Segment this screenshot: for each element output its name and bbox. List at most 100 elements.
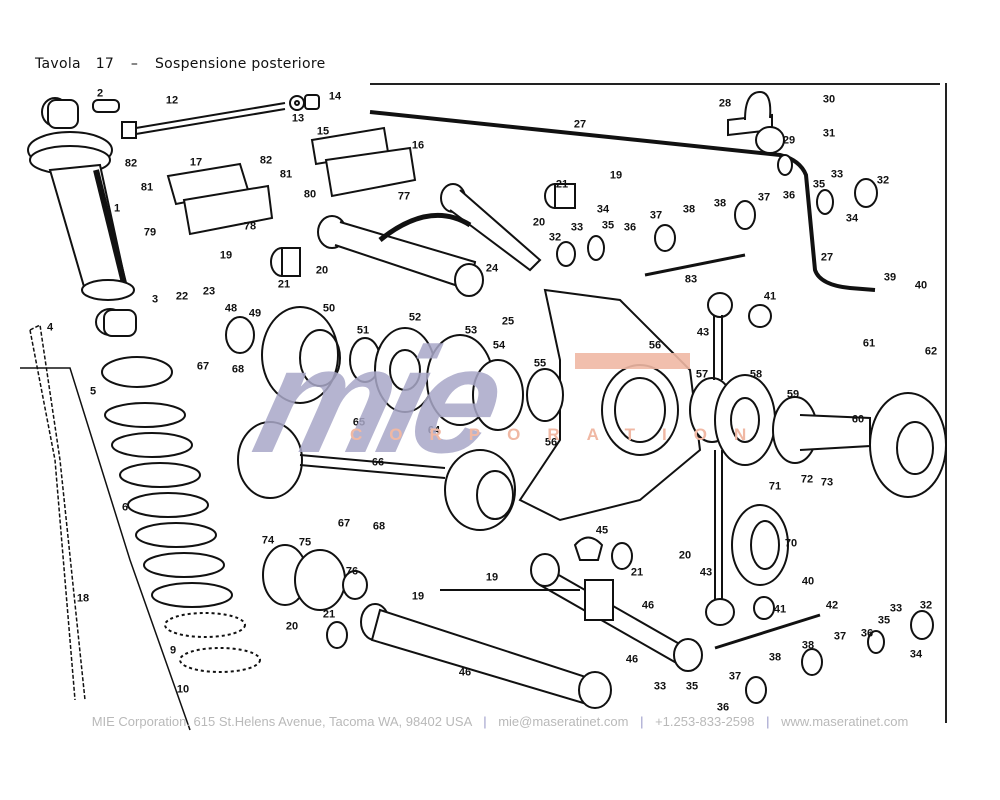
part-number-label: 35	[877, 614, 891, 627]
part-number-label: 3	[151, 293, 159, 306]
part-number-label: 38	[682, 203, 696, 216]
part-number-label: 46	[641, 599, 655, 612]
part-number-label: 61	[862, 337, 876, 350]
part-number-label: 56	[648, 339, 662, 352]
part-number-label: 19	[609, 169, 623, 182]
footer-address: MIE Corporation. 615 St.Helens Avenue, T…	[91, 714, 472, 729]
part-number-label: 57	[695, 368, 709, 381]
part-number-label: 35	[685, 680, 699, 693]
part-number-label: 70	[784, 537, 798, 550]
strap	[29, 323, 86, 701]
part-number-label: 81	[140, 181, 154, 194]
part-number-label: 54	[492, 339, 506, 352]
part-number-label: 79	[143, 226, 157, 239]
part-number-label: 2	[96, 87, 104, 100]
part-number-label: 64	[427, 424, 441, 437]
mount-blocks	[166, 126, 417, 236]
part-number-label: 17	[189, 156, 203, 169]
part-number-label: 28	[718, 97, 732, 110]
part-number-label: 21	[322, 608, 336, 621]
shock-absorber	[27, 97, 137, 337]
watermark-subtitle: CORPORATION	[350, 425, 774, 444]
part-number-label: 82	[259, 154, 273, 167]
part-number-label: 37	[649, 209, 663, 222]
bushings	[225, 178, 934, 704]
part-number-label: 80	[303, 188, 317, 201]
part-number-label: 50	[322, 302, 336, 315]
part-number-label: 39	[883, 271, 897, 284]
part-number-label: 38	[801, 639, 815, 652]
part-number-label: 46	[458, 666, 472, 679]
part-number-label: 46	[625, 653, 639, 666]
part-number-label: 13	[291, 112, 305, 125]
part-number-label: 62	[924, 345, 938, 358]
part-number-label: 18	[76, 592, 90, 605]
part-number-label: 12	[165, 94, 179, 107]
part-number-label: 37	[728, 670, 742, 683]
part-number-label: 41	[763, 290, 777, 303]
part-number-label: 20	[285, 620, 299, 633]
coil-spring	[101, 356, 261, 673]
part-number-label: 58	[749, 368, 763, 381]
plate-label: Tavola	[35, 56, 81, 72]
part-number-label: 81	[279, 168, 293, 181]
long-bolt	[92, 94, 320, 139]
part-number-label: 67	[196, 360, 210, 373]
section-title: Sospensione posteriore	[154, 56, 326, 72]
upper-arm	[317, 183, 542, 297]
part-number-label: 60	[851, 413, 865, 426]
part-number-label: 45	[595, 524, 609, 537]
footer-email-link[interactable]: mie@maseratinet.com	[498, 714, 629, 729]
part-number-label: 83	[684, 273, 698, 286]
part-number-label: 21	[555, 178, 569, 191]
part-number-label: 25	[501, 315, 515, 328]
part-number-label: 19	[411, 590, 425, 603]
part-number-label: 33	[570, 221, 584, 234]
outline-line	[20, 367, 191, 731]
part-number-label: 21	[630, 566, 644, 579]
part-number-label: 14	[328, 90, 342, 103]
part-number-label: 49	[248, 307, 262, 320]
part-number-label: 73	[820, 476, 834, 489]
part-number-label: 35	[812, 178, 826, 191]
part-number-label: 37	[833, 630, 847, 643]
footer-divider: |	[640, 714, 644, 729]
part-number-label: 68	[372, 520, 386, 533]
part-number-label: 27	[820, 251, 834, 264]
part-number-label: 20	[678, 549, 692, 562]
part-number-label: 74	[261, 534, 275, 547]
part-number-label: 23	[202, 285, 216, 298]
page-title: Tavola 17 – Sospensione posteriore	[35, 56, 326, 72]
part-number-label: 77	[397, 190, 411, 203]
part-number-label: 34	[596, 203, 610, 216]
part-number-label: 33	[653, 680, 667, 693]
part-number-label: 36	[782, 189, 796, 202]
part-number-label: 75	[298, 536, 312, 549]
title-separator: –	[130, 56, 139, 72]
part-number-label: 10	[176, 683, 190, 696]
part-number-label: 36	[623, 221, 637, 234]
part-number-label: 59	[786, 388, 800, 401]
part-number-label: 40	[801, 575, 815, 588]
part-number-label: 40	[914, 279, 928, 292]
footer: MIE Corporation. 615 St.Helens Avenue, T…	[0, 714, 1000, 729]
part-number-label: 43	[699, 566, 713, 579]
part-number-label: 27	[573, 118, 587, 131]
cv-boot	[262, 544, 368, 611]
part-number-label: 21	[277, 278, 291, 291]
plate-frame-top	[370, 83, 940, 85]
part-number-label: 6	[121, 501, 129, 514]
part-number-label: 82	[124, 157, 138, 170]
link-rod	[705, 292, 735, 626]
bolt-83	[644, 253, 746, 277]
part-number-label: 30	[822, 93, 836, 106]
part-number-label: 41	[773, 603, 787, 616]
part-number-label: 52	[408, 311, 422, 324]
part-number-label: 1	[113, 202, 121, 215]
footer-website-link[interactable]: www.maseratinet.com	[781, 714, 909, 729]
part-number-label: 65	[352, 416, 366, 429]
part-number-label: 4	[46, 321, 54, 334]
part-number-label: 20	[315, 264, 329, 277]
part-number-label: 19	[219, 249, 233, 262]
plate-number: 17	[95, 56, 115, 72]
